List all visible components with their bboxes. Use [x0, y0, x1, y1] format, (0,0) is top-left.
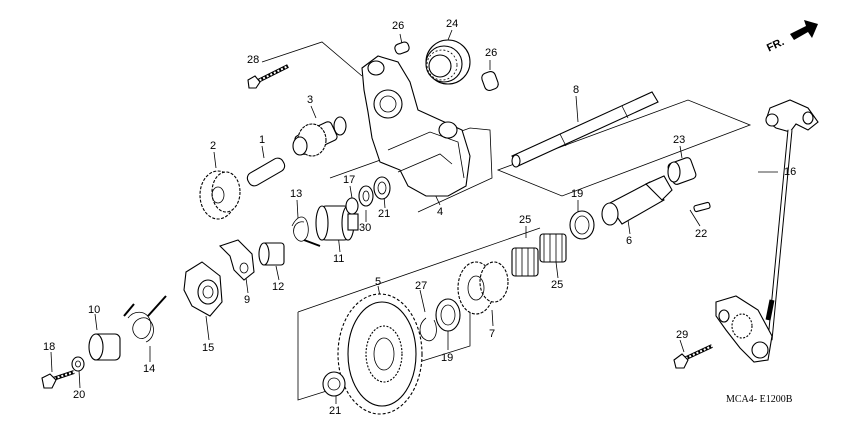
callout-7: 7	[489, 328, 495, 340]
callout-26: 26	[392, 20, 404, 32]
sleeve-6	[601, 175, 673, 226]
washer-17	[345, 197, 359, 215]
collar-12	[258, 242, 285, 266]
pin-1	[246, 157, 286, 187]
callout-5: 5	[375, 276, 381, 288]
callout-29: 29	[676, 329, 688, 341]
starter-gear-5	[337, 293, 423, 415]
washer-30	[358, 185, 374, 207]
needle-bearing-25a	[511, 247, 539, 277]
callout-13: 13	[290, 188, 302, 200]
bolt-18	[41, 370, 75, 389]
dowel-pin-26b	[481, 71, 499, 91]
callout-19: 19	[571, 188, 583, 200]
diagram-code: MCA4- E1200B	[726, 394, 793, 405]
bolt-29	[673, 344, 713, 369]
gear-7	[457, 261, 509, 315]
starter-housing-4	[361, 55, 471, 197]
needle-bearing-25b	[539, 233, 567, 263]
callout-23: 23	[673, 134, 685, 146]
lever-hub	[715, 295, 773, 363]
gear-2	[199, 170, 241, 220]
washer-19b	[435, 298, 461, 332]
ball-bearing-24	[425, 39, 471, 85]
callout-25: 25	[551, 279, 563, 291]
washer-21b	[322, 371, 346, 397]
bolt-28	[247, 64, 289, 89]
gear-3	[292, 116, 347, 157]
callout-4: 4	[437, 206, 443, 218]
callout-8: 8	[573, 84, 579, 96]
needle-bearing-23	[667, 157, 697, 185]
washer-19a	[569, 210, 595, 240]
front-direction-label: FR.	[765, 36, 786, 54]
callout-27: 27	[415, 280, 427, 292]
callout-14: 14	[143, 363, 155, 375]
callout-24: 24	[446, 18, 458, 30]
washer-20	[71, 356, 85, 372]
lever-arm-16	[765, 99, 819, 341]
callout-16: 16	[784, 166, 796, 178]
front-direction-arrow: FR.	[765, 20, 818, 54]
callout-numbers: 28 26 24 26 3 1 2 8 23 16 13 17 30 21 4 …	[43, 18, 796, 417]
callout-22: 22	[695, 228, 707, 240]
circlip-27	[419, 317, 437, 342]
ratchet-15	[183, 261, 223, 317]
callout-18: 18	[43, 341, 55, 353]
callout-28: 28	[247, 54, 259, 66]
callout-21: 21	[329, 405, 341, 417]
callout-11: 11	[333, 253, 344, 265]
dowel-pin-26a	[394, 41, 410, 55]
pin-22	[693, 201, 711, 213]
callout-26: 26	[485, 47, 497, 59]
callout-20: 20	[73, 389, 85, 401]
callout-19: 19	[441, 352, 453, 364]
callout-10: 10	[88, 304, 100, 316]
callout-12: 12	[272, 281, 284, 293]
callout-21: 21	[378, 208, 390, 220]
spring-14	[123, 295, 167, 343]
callout-9: 9	[244, 294, 250, 306]
shaft-8	[511, 91, 659, 168]
callout-30: 30	[359, 222, 371, 234]
callout-17: 17	[343, 174, 355, 186]
callout-1: 1	[259, 134, 265, 146]
callout-2: 2	[210, 140, 216, 152]
callout-3: 3	[307, 94, 313, 106]
callout-6: 6	[626, 235, 632, 247]
collar-10	[88, 333, 121, 361]
washer-21a	[373, 176, 391, 200]
spring-13	[291, 216, 321, 247]
callout-25: 25	[519, 214, 531, 226]
callout-15: 15	[202, 342, 214, 354]
plate-9	[218, 239, 255, 281]
